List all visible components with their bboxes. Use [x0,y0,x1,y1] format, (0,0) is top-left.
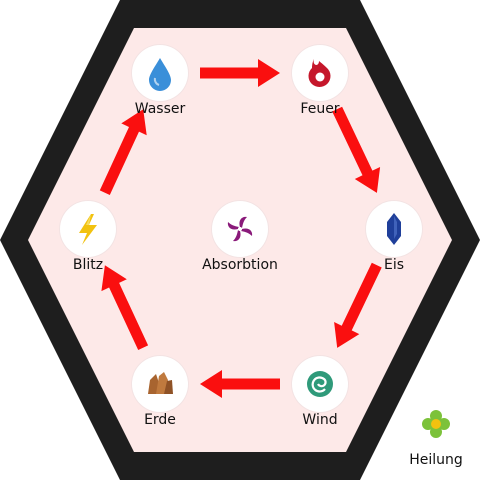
arrow-erde-to-blitz [101,265,149,350]
node-label-feuer: Feuer [300,101,340,117]
node-label-blitz: Blitz [72,257,104,273]
arrow-feuer-to-eis [332,106,381,193]
lightning-icon [60,201,116,257]
healing-flower-icon [408,396,464,452]
cycle-arrows [99,59,382,398]
earth-rock-icon [132,356,188,412]
node-label-wind: Wind [302,412,338,428]
fire-icon [292,45,348,101]
node-label-wasser: Wasser [134,101,186,117]
ice-crystal-icon [366,201,422,257]
arrow-blitz-to-wasser [99,109,147,195]
arrow-wind-to-erde [200,370,280,398]
absorption-pinwheel-icon [212,201,268,257]
arrow-wasser-to-feuer [200,59,280,87]
node-label-eis: Eis [383,257,405,273]
node-label-absorbtion: Absorbtion [202,257,278,273]
node-label-heilung: Heilung [409,452,463,468]
water-drop-icon [132,45,188,101]
arrow-eis-to-wind [334,262,382,348]
wind-swirl-icon [292,356,348,412]
node-label-erde: Erde [144,412,176,428]
